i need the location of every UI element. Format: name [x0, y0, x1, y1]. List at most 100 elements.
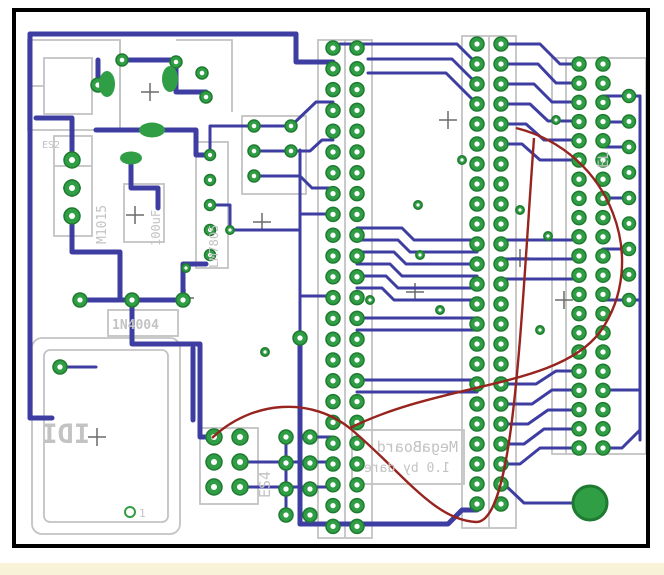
pad [251, 123, 257, 129]
pad [330, 398, 336, 405]
trace-segment [499, 42, 581, 66]
pad [330, 315, 336, 322]
airwire-layer [211, 126, 624, 524]
trace-segment [499, 122, 581, 142]
pad [474, 461, 480, 467]
silkscreen-shape [176, 39, 233, 112]
pad [330, 45, 336, 51]
pad [354, 107, 360, 114]
pad [474, 501, 480, 507]
pad [120, 151, 142, 165]
silkscreen-capacitor-label: 100uF [149, 210, 163, 246]
pad [600, 253, 606, 259]
pad [474, 61, 480, 67]
pad [626, 170, 632, 175]
trace-segment [128, 155, 161, 211]
trace-segment [33, 115, 75, 155]
silkscreen-right-connector-label: EL [596, 151, 612, 168]
trace-segment [208, 124, 256, 157]
pad [330, 86, 336, 93]
pad [474, 141, 480, 147]
pad [139, 122, 165, 138]
pad [354, 274, 360, 280]
trace-segment [355, 238, 479, 254]
pad [474, 321, 480, 327]
pad [546, 234, 550, 238]
pad [207, 227, 213, 233]
pad [518, 208, 522, 212]
pad [307, 460, 313, 466]
silkscreen-shape [126, 206, 144, 224]
pad [330, 170, 336, 176]
pad [77, 297, 83, 303]
pad [354, 461, 360, 467]
pad [498, 61, 504, 67]
trace-segment [355, 274, 479, 290]
pad [180, 297, 186, 303]
pad [626, 195, 632, 201]
pad [498, 261, 504, 267]
pad [474, 361, 480, 367]
pad [288, 123, 294, 129]
trace-segment [289, 100, 335, 128]
pad [283, 460, 289, 466]
silkscreen-shape [43, 349, 169, 523]
trace-segment [147, 127, 213, 158]
pad [68, 184, 76, 192]
pad [354, 45, 360, 51]
pad [600, 387, 606, 394]
trace-segment [355, 286, 479, 302]
pad [474, 41, 480, 47]
pad [474, 221, 480, 227]
pad [354, 523, 360, 530]
pad [600, 176, 606, 182]
trace-segment [499, 102, 581, 123]
pad [203, 94, 209, 100]
pad [418, 253, 422, 257]
pad [354, 86, 360, 93]
pad [600, 80, 606, 86]
trace-segment [355, 262, 479, 278]
pad [283, 434, 289, 440]
pad [576, 368, 582, 374]
pad [498, 441, 504, 447]
pad [330, 440, 336, 446]
pad [210, 458, 218, 466]
pad [330, 523, 336, 530]
pad [236, 483, 244, 491]
pad [600, 61, 606, 67]
silkscreen-shape [439, 111, 457, 129]
pad [600, 157, 606, 163]
pad [330, 107, 336, 114]
pad [288, 148, 294, 154]
pad [576, 118, 582, 125]
pad [576, 291, 582, 298]
pad [576, 253, 582, 259]
pad [600, 445, 606, 451]
pad [354, 378, 360, 384]
silkscreen-board-version: 1.0 by dare [364, 461, 450, 476]
pad [600, 99, 606, 106]
pad [416, 203, 420, 207]
pad [600, 118, 606, 125]
silkscreen-board-name: MegaBoard [377, 438, 458, 456]
pad [354, 336, 360, 342]
trace-segment [252, 174, 335, 190]
trace-segment [499, 62, 581, 85]
pad [184, 266, 188, 270]
pad [283, 486, 289, 492]
pad [330, 482, 336, 488]
pad [498, 401, 504, 407]
pad [124, 506, 136, 518]
pad [330, 378, 336, 384]
pad [498, 141, 504, 147]
pad [330, 190, 336, 197]
pad [460, 158, 464, 162]
pad [236, 433, 244, 441]
pad [571, 484, 609, 522]
pad [600, 272, 606, 278]
pad [474, 161, 480, 167]
pad [474, 281, 480, 287]
silkscreen-bottom-connector-label: ES4 [256, 471, 274, 498]
